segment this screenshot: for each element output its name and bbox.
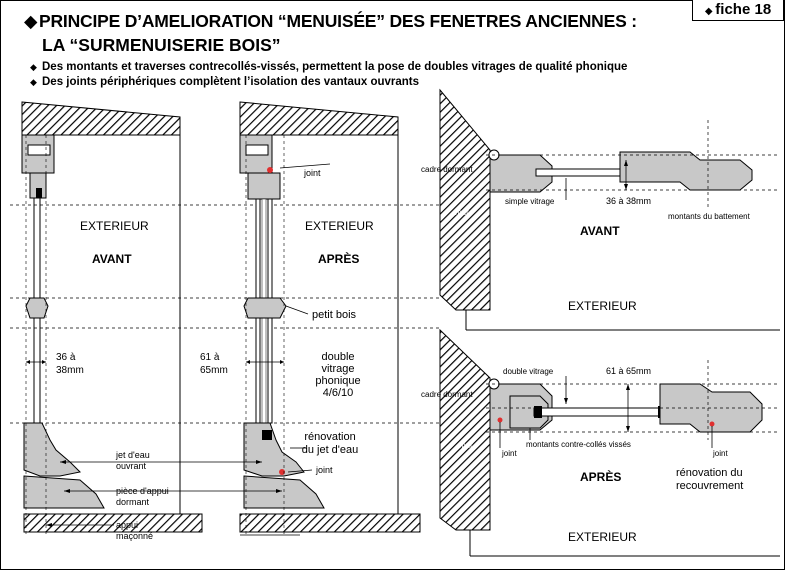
jet-eau-section (243, 422, 305, 477)
joint-bottom-label: joint (315, 465, 333, 475)
fiche-badge: ◆ fiche 18 (692, 0, 784, 21)
lintel-hatch (21, 101, 181, 136)
jet-eau-section (23, 422, 82, 477)
appui-hatch (23, 513, 203, 533)
diamond-icon: ◆ (704, 6, 716, 17)
joint-top-label: joint (303, 168, 321, 178)
wall-hatch (439, 88, 491, 311)
plan-apres-exterior-label: EXTERIEUR (568, 530, 637, 544)
single-glass (33, 197, 41, 299)
avant-state-label: AVANT (92, 252, 132, 266)
bullet-list: ◆Des montants et traverses contrecollés-… (30, 60, 627, 89)
avant-exterior-label: EXTERIEUR (80, 219, 149, 233)
joint-a-label: joint (501, 449, 517, 458)
wall-hatch (439, 328, 491, 531)
page-title-line2: LA “SURMENUISERIE BOIS” (42, 35, 281, 55)
cadre-dormant-label: cadre dormant (421, 165, 473, 174)
appui-hatch (239, 513, 421, 533)
simple-vitrage-label: simple vitrage (505, 197, 555, 206)
lintel-hatch (239, 101, 399, 136)
page-title: ◆PRINCIPE D’AMELIORATION “MENUISÉE” DES … (24, 8, 637, 34)
double-vitrage-glass (533, 407, 665, 417)
joint-marker (279, 469, 285, 475)
montants-battement-label: montants du battement (668, 212, 751, 221)
montant-contre-colle (509, 395, 549, 429)
bullet-item: ◆Des joints périphériques complètent l’i… (30, 75, 420, 88)
joint-marker (267, 167, 273, 173)
bullet-item: ◆Des montants et traverses contrecollés-… (30, 61, 628, 73)
plan-avant-state-label: AVANT (580, 224, 620, 238)
montants-battement (619, 151, 753, 191)
petit-bois-label: petit bois (312, 309, 357, 321)
mur-label: mur (459, 441, 473, 450)
mur-label: mur (455, 208, 469, 217)
joint-marker (709, 421, 715, 427)
joint-b-label: joint (712, 449, 728, 458)
diamond-icon: ◆ (30, 76, 37, 87)
apres-plan-dim-label: 61 à 65mm (606, 366, 651, 376)
joint-marker (497, 417, 503, 423)
sash-top (247, 172, 281, 200)
plan-apres-diagram: double vitrage 61 à 65mm cadre dormant m… (421, 328, 780, 557)
apres-state-label: APRÈS (318, 251, 359, 266)
apres-exterior-label: EXTERIEUR (305, 219, 374, 233)
petit-bois-section (25, 297, 49, 319)
diamond-icon: ◆ (24, 11, 38, 31)
fiche-label: fiche 18 (715, 1, 772, 18)
petit-bois-section (243, 297, 287, 319)
plan-avant-exterior-label: EXTERIEUR (568, 299, 637, 313)
title-line1: PRINCIPE D’AMELIORATION “MENUISÉE” DES F… (39, 11, 637, 31)
plan-avant-diagram: cadre dormant mur simple vitrage 36 à 38… (421, 88, 780, 331)
avant-plan-dim-label: 36 à 38mm (606, 196, 651, 206)
cadre-dormant-label: cadre dormant (421, 390, 473, 399)
diamond-icon: ◆ (30, 62, 37, 72)
double-vitrage-plan-label: double vitrage (503, 367, 554, 376)
montants-contre-colles-label: montants contre-collés vissés (526, 440, 631, 449)
plan-apres-state-label: APRÈS (580, 469, 621, 484)
piece-appui-section (23, 475, 105, 509)
